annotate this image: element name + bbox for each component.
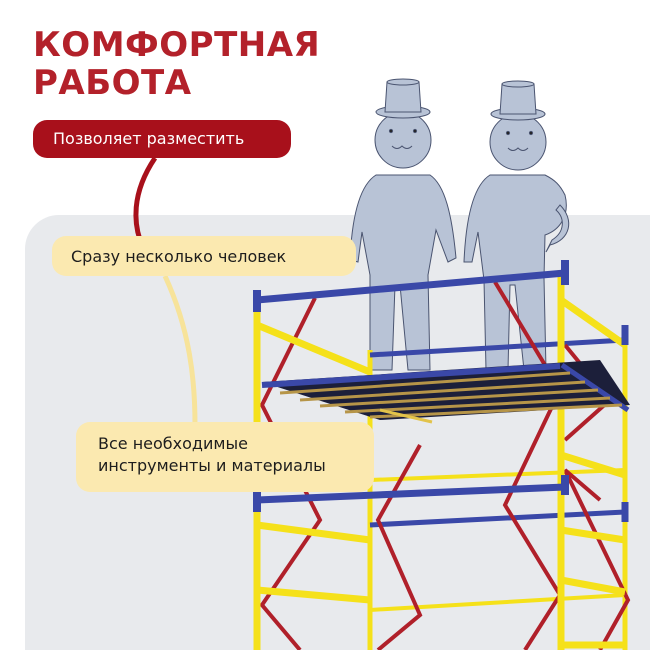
- callout-point1-text: Сразу несколько человек: [71, 247, 287, 266]
- connector-red: [133, 156, 158, 241]
- connector-yellow: [162, 274, 198, 426]
- callout-primary-text: Позволяет разместить: [53, 129, 245, 148]
- callout-point2-line1: Все необходимые: [98, 434, 248, 453]
- title-line-1: КОМФОРТНАЯ: [33, 25, 321, 65]
- title-line-2: РАБОТА: [33, 63, 192, 103]
- figure-right-icon: [463, 80, 570, 371]
- callout-allows-placement: Позволяет разместить: [33, 120, 291, 158]
- callout-tools-materials: Все необходимые инструменты и материалы: [76, 422, 374, 492]
- callout-several-people: Сразу несколько человек: [52, 236, 356, 276]
- page-title: КОМФОРТНАЯ РАБОТА: [33, 26, 320, 102]
- figure-left-icon: [349, 78, 457, 371]
- callout-point2-line2: инструменты и материалы: [98, 456, 326, 475]
- scaffold-guard-rails: [253, 260, 629, 522]
- scaffold-platform: [261, 360, 630, 424]
